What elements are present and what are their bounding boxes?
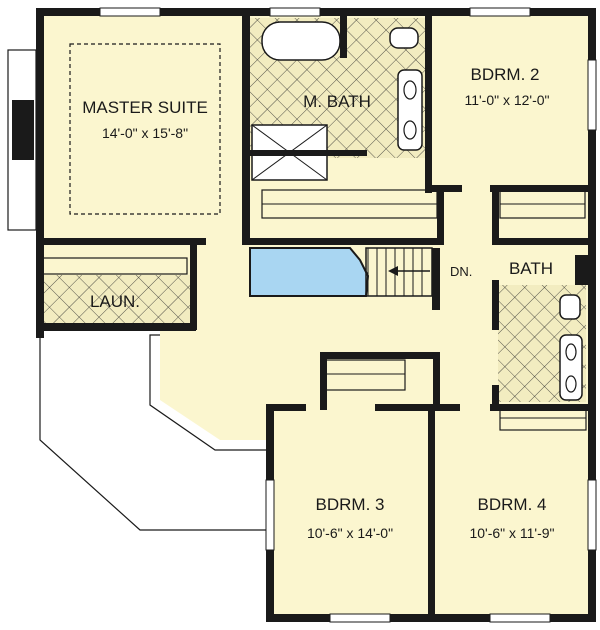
laun-name: LAUN. (90, 292, 140, 311)
porch-roof-lines (7, 49, 270, 531)
master-suite-name: MASTER SUITE (82, 98, 208, 117)
stairwell (249, 247, 440, 310)
bathtub-fixture (261, 21, 341, 61)
room-labels: MASTER SUITE 14'-0" x 15'-8" M. BATH BDR… (82, 65, 554, 541)
stair-direction: DN. (388, 264, 472, 279)
stair-label: DN. (450, 264, 472, 279)
arrow-left-icon (388, 266, 398, 276)
building-footprint (36, 12, 592, 618)
windows (99, 7, 597, 623)
vanity-fixture (397, 69, 423, 151)
bdrm2-name: BDRM. 2 (471, 65, 540, 84)
toilet-fixture (389, 27, 419, 49)
master-suite-dims: 14'-0" x 15'-8" (102, 125, 188, 141)
bdrm2-dims: 11'-0" x 12'-0" (464, 92, 549, 108)
bdrm4-dims: 10'-6" x 11'-9" (469, 525, 554, 541)
bdrm3-name: BDRM. 3 (316, 495, 385, 514)
tray-ceiling (69, 43, 221, 215)
bdrm3-dims: 10'-6" x 14'-0" (307, 525, 393, 541)
bdrm4-name: BDRM. 4 (478, 495, 547, 514)
walls (36, 8, 596, 622)
m-bath-name: M. BATH (303, 92, 371, 111)
bath-name: BATH (509, 259, 553, 278)
